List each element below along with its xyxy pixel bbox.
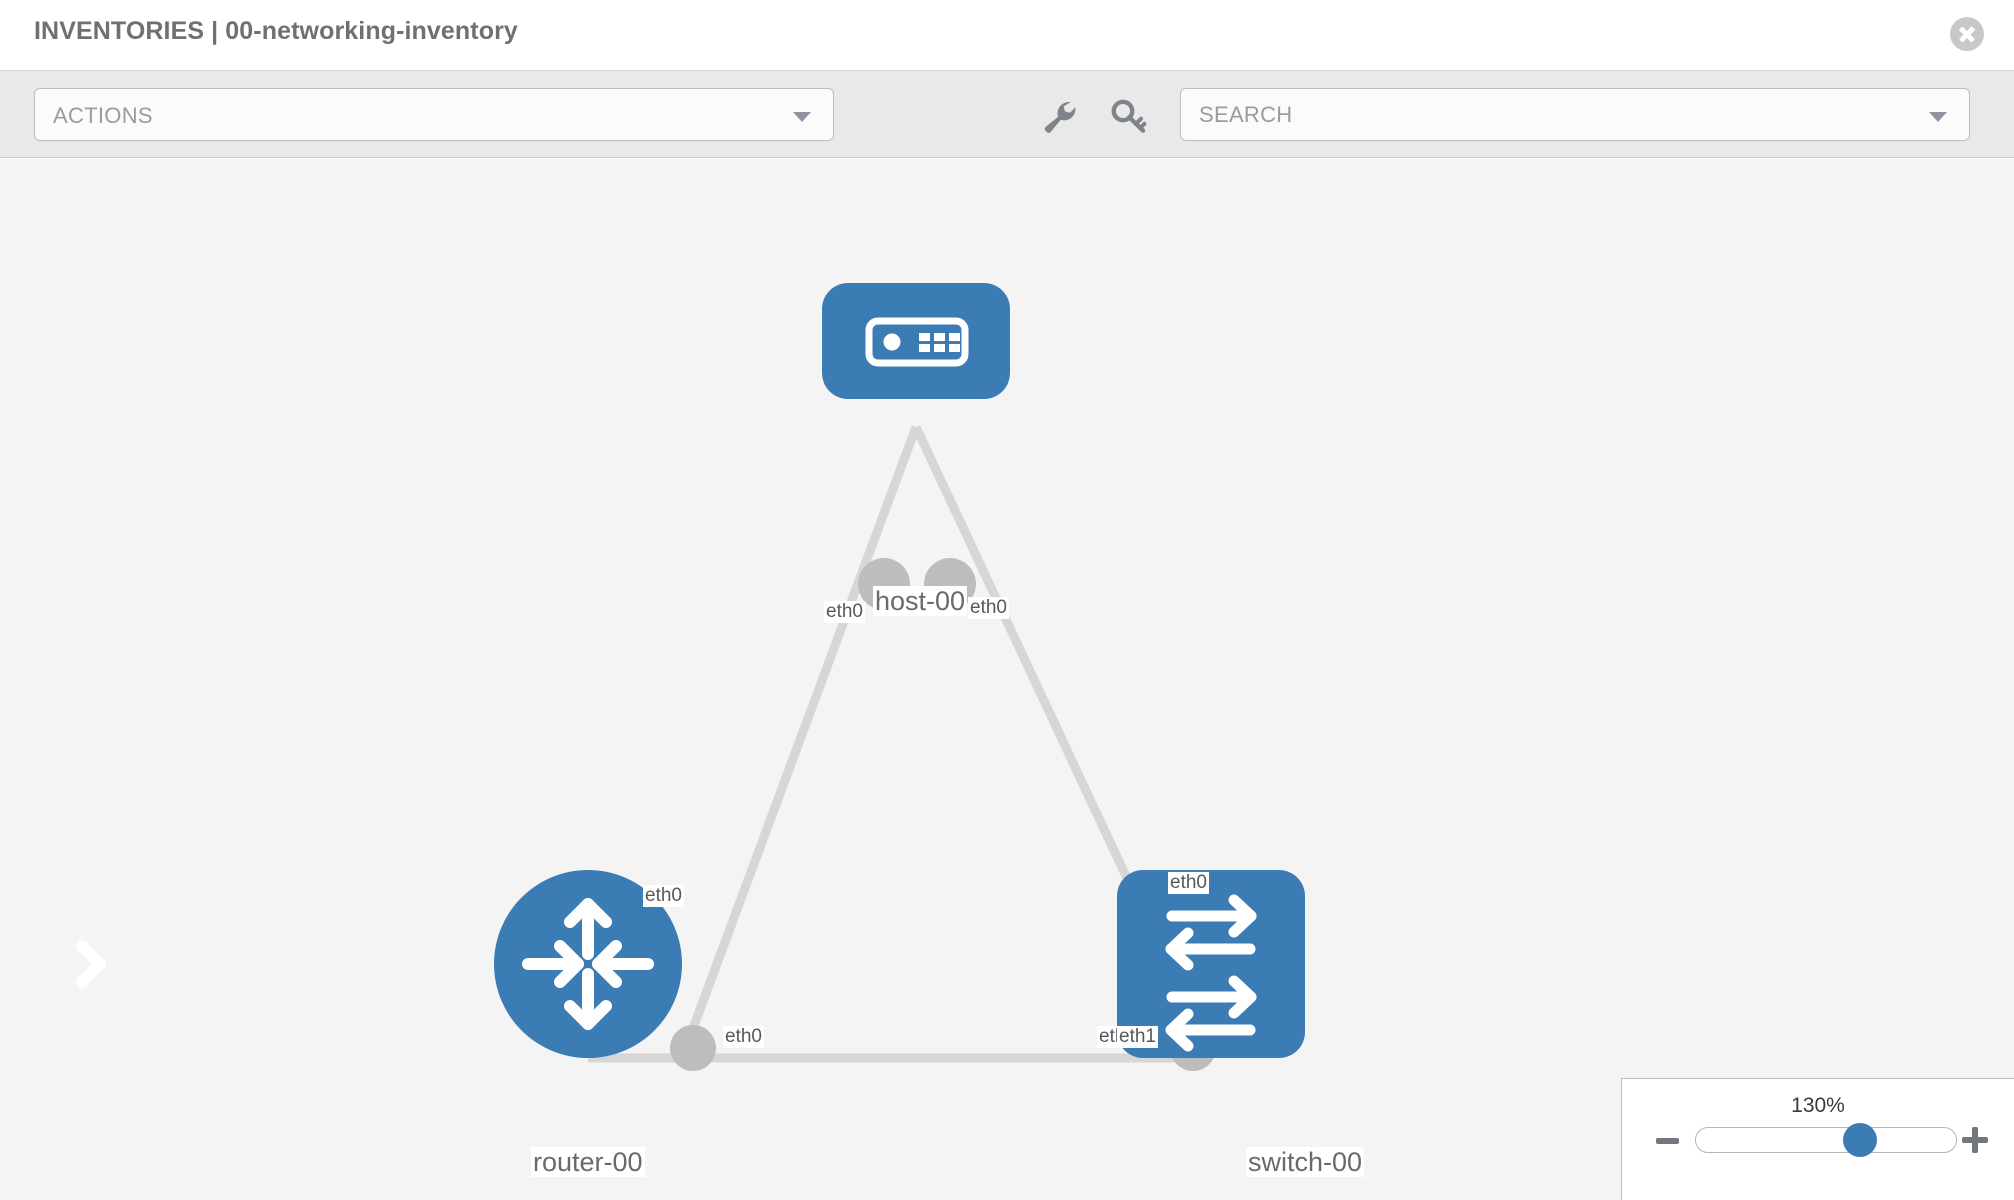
server-icon — [865, 317, 969, 367]
node-router-00-shape[interactable] — [494, 870, 682, 1058]
plus-icon[interactable] — [1962, 1127, 1988, 1153]
topology-canvas[interactable]: eth0 eth0 eth0 eth0 eth0 eth0 eth1 host-… — [0, 159, 2014, 1200]
actions-dropdown-label: ACTIONS — [53, 103, 153, 128]
chevron-down-icon — [1929, 112, 1947, 122]
wrench-icon[interactable] — [1040, 99, 1080, 133]
node-host-00-shape[interactable] — [822, 283, 1010, 399]
edge-label: eth0 — [968, 597, 1009, 619]
node-host-00[interactable] — [822, 283, 1010, 399]
node-switch-00-shape[interactable] — [1117, 870, 1305, 1058]
zoom-slider-thumb[interactable] — [1843, 1123, 1878, 1157]
zoom-slider[interactable] — [1695, 1127, 1957, 1153]
link-host00-router00[interactable] — [677, 425, 921, 1060]
node-switch-00[interactable] — [1117, 870, 1305, 1058]
topology-graph — [76, 283, 1305, 1071]
edge-label: eth0 — [643, 885, 684, 907]
minus-icon[interactable] — [1656, 1138, 1679, 1144]
router-icon — [76, 898, 654, 1030]
node-router-00[interactable] — [76, 870, 682, 1058]
zoom-control-panel: 130% — [1621, 1078, 2014, 1200]
actions-dropdown[interactable]: ACTIONS — [34, 88, 834, 141]
connector-router00-eth0[interactable] — [670, 1025, 716, 1071]
edge-label: eth0 — [1168, 872, 1209, 894]
edge-label: eth1 — [1117, 1026, 1158, 1048]
page-header: INVENTORIES | 00-networking-inventory — [0, 0, 2014, 71]
key-icon[interactable] — [1110, 99, 1150, 133]
switch-icon — [1165, 894, 1257, 1052]
node-label-router-00: router-00 — [531, 1147, 645, 1177]
toolbar: ACTIONS SEARCH — [0, 71, 2014, 158]
node-label-switch-00: switch-00 — [1246, 1147, 1365, 1177]
close-icon[interactable] — [1950, 17, 1984, 51]
zoom-level-value: 130% — [1791, 1094, 1845, 1117]
node-label-host-00: host-00 — [873, 586, 968, 616]
edge-label: eth0 — [824, 601, 865, 623]
page-title: INVENTORIES | 00-networking-inventory — [34, 17, 518, 45]
search-input[interactable]: SEARCH — [1180, 88, 1970, 141]
chevron-down-icon — [793, 112, 811, 122]
search-input-placeholder: SEARCH — [1199, 102, 1293, 127]
edge-label: eth0 — [723, 1026, 764, 1048]
